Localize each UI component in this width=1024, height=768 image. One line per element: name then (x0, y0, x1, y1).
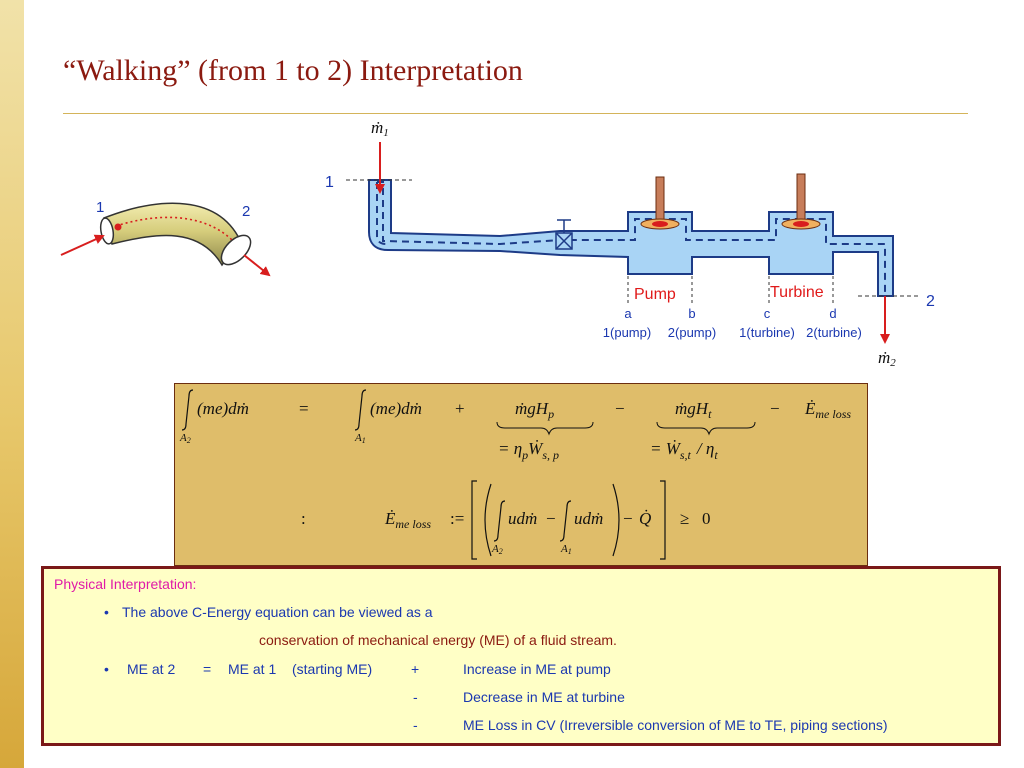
flow-diagram: 1 2 (60, 118, 935, 369)
rhs-integrand: (me)dṁ (370, 399, 422, 418)
right-paren (612, 483, 620, 557)
zero: 0 (702, 509, 711, 528)
minus-symbol-2: - (413, 717, 418, 733)
point-a-label: a (624, 306, 632, 321)
bullet-1-continuation: conservation of mechanical energy (ME) o… (259, 632, 617, 648)
title-divider (63, 113, 968, 114)
control-volume-lower (376, 182, 387, 245)
point-b-desc: 2(pump) (668, 325, 716, 340)
turbine-work-expression: = Ẇs,t/ ηt (650, 439, 718, 462)
me-at-1: ME at 1 (228, 661, 277, 677)
curved-pipe-body (103, 202, 241, 267)
loss-definition: : Ėme loss := A2 udṁ − A1 udṁ − Q̇ ≥ 0 (301, 480, 711, 560)
me-at-2: ME at 2 (127, 661, 176, 677)
turbine-head-term: ṁgHt (675, 399, 712, 421)
point-d-desc: 2(turbine) (806, 325, 862, 340)
physical-interpretation-box: Physical Interpretation: • The above C-E… (41, 566, 1001, 746)
equals-sign: = (299, 399, 309, 418)
starting-me: (starting ME) (292, 661, 373, 677)
bullet-1-marker: • (104, 604, 109, 620)
turbine-underbrace (656, 421, 756, 436)
pump-label: Pump (634, 286, 676, 303)
equation-box: A2 (me)dṁ = A1 (me)dṁ + ṁgHp − ṁgHt − Ėm… (174, 383, 868, 566)
integral-a2-domain: A2 (491, 543, 503, 556)
minus-sign-1: − (615, 399, 625, 418)
plus-sign: + (455, 399, 465, 418)
control-volume-upper (377, 181, 886, 294)
pump-work-expression: = ηpẆs, p (498, 439, 559, 462)
right-bracket (660, 480, 666, 560)
integral-sign-rhs (354, 389, 367, 431)
pump-rotor (640, 176, 680, 230)
left-paren (484, 483, 492, 557)
udm-a2: udṁ (508, 509, 537, 528)
integral-sign-a2 (493, 500, 506, 542)
bullet-1-text: The above C-Energy equation can be viewe… (122, 604, 433, 620)
valve (555, 219, 573, 250)
streamline-start-dot (114, 223, 122, 231)
left-bracket (471, 480, 477, 560)
streamline-path (115, 216, 233, 241)
pump-underbrace (496, 421, 594, 436)
plus-symbol: + (411, 661, 420, 677)
station-2-label: 2 (926, 293, 935, 310)
curved-pipe-figure: 1 2 (60, 199, 271, 277)
point-d-label: d (829, 306, 836, 321)
pipe-label-2: 2 (242, 203, 250, 220)
integral-sign-lhs (181, 389, 194, 431)
assign-operator: := (450, 509, 464, 528)
minus-sign-4: − (623, 509, 633, 528)
minus-sign-2: − (770, 399, 780, 418)
point-c-desc: 1(turbine) (739, 325, 795, 340)
pump-head-term: ṁgHp (515, 399, 554, 421)
mdot1-label: ṁ1 (371, 118, 389, 139)
pipe-body (368, 179, 894, 297)
slide-title: “Walking” (from 1 to 2) Interpretation (63, 54, 523, 87)
increase-at-pump: Increase in ME at pump (463, 661, 611, 677)
heat-term: Q̇ (639, 509, 651, 528)
pipe-label-1: 1 (96, 199, 104, 216)
point-a-desc: 1(pump) (603, 325, 651, 340)
me-loss-description: ME Loss in CV (Irreversible conversion o… (463, 717, 888, 733)
integral-lhs-domain: A2 (179, 432, 191, 445)
turbine-label: Turbine (770, 284, 824, 301)
udm-a1: udṁ (574, 509, 603, 528)
integral-rhs-domain: A1 (354, 432, 366, 445)
point-b-label: b (688, 306, 695, 321)
integral-a1-domain: A1 (560, 543, 572, 556)
colon: : (301, 509, 306, 528)
outflow-arrow (243, 254, 271, 277)
energy-equation: A2 (me)dṁ = A1 (me)dṁ + ṁgHp − ṁgHt − Ėm… (179, 389, 851, 462)
pipe-schematic: ṁ1 ṁ2 1 2 Pump Turbine a b c d 1(pump) 2… (325, 118, 935, 369)
mdot2-label: ṁ2 (878, 348, 896, 369)
lhs-integrand: (me)dṁ (197, 399, 249, 418)
station-1-label: 1 (325, 174, 334, 191)
inflow-arrow (60, 234, 105, 256)
bullet-2-marker: • (104, 661, 109, 677)
minus-sign-3: − (546, 509, 556, 528)
point-c-label: c (764, 306, 771, 321)
equals-symbol: = (203, 661, 212, 677)
decrease-at-turbine: Decrease in ME at turbine (463, 689, 625, 705)
integral-sign-a1 (559, 500, 572, 542)
loss-term: Ėme loss (804, 399, 851, 421)
pipe-outlet (220, 234, 252, 266)
geq-sign: ≥ (680, 509, 689, 528)
loss-definition-symbol: Ėme loss (384, 509, 431, 531)
left-accent-bar (0, 0, 24, 768)
turbine-rotor (781, 173, 821, 230)
minus-symbol-1: - (413, 689, 418, 705)
interpretation-heading: Physical Interpretation: (54, 576, 197, 592)
